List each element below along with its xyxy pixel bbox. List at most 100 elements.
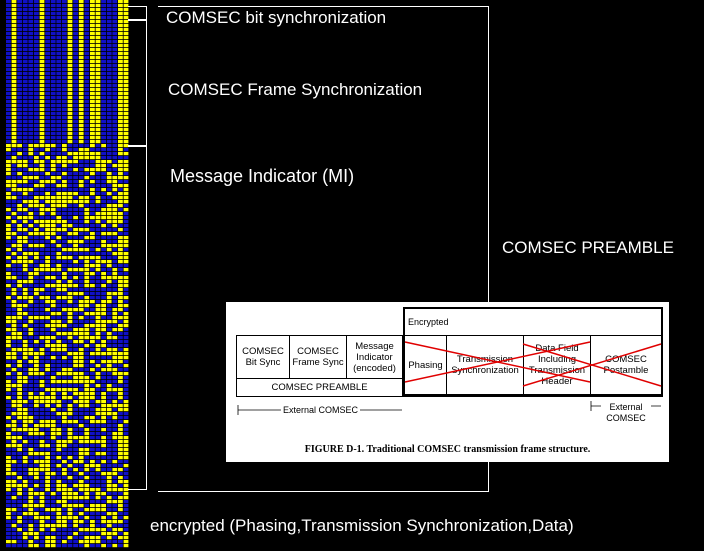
bit-cell [84, 148, 90, 152]
bit-cell [112, 252, 118, 256]
bit-cell [78, 472, 84, 476]
bit-cell [101, 228, 106, 232]
bit-cell [22, 500, 28, 504]
bit-cell [28, 252, 34, 256]
bit-cell [73, 228, 78, 232]
bit-cell [123, 212, 129, 216]
bit-cell [67, 456, 73, 460]
bit-cell [6, 220, 11, 224]
bit-cell [106, 296, 112, 300]
bit-cell [118, 420, 123, 424]
bit-cell [34, 416, 39, 420]
bit-cell [45, 168, 50, 172]
bit-cell [123, 288, 129, 292]
bit-cell [112, 488, 118, 492]
bit-cell [28, 348, 34, 352]
bit-cell [34, 180, 39, 184]
bit-cell [62, 348, 67, 352]
bit-cell [22, 180, 28, 184]
bit-cell [22, 400, 28, 404]
bit-cell [17, 428, 22, 432]
bit-cell [39, 388, 45, 392]
bit-cell [45, 424, 50, 428]
bit-cell [123, 128, 129, 132]
bit-cell [50, 16, 56, 20]
bit-cell [101, 308, 106, 312]
bit-cell [90, 68, 95, 72]
bit-cell [101, 204, 106, 208]
bit-cell [78, 112, 84, 116]
bit-cell [95, 388, 101, 392]
bit-cell [17, 144, 22, 148]
bit-cell [84, 516, 90, 520]
bit-cell [22, 472, 28, 476]
bit-cell [34, 168, 39, 172]
bit-cell [11, 284, 17, 288]
bit-cell [95, 292, 101, 296]
bit-cell [73, 32, 78, 36]
bit-cell [39, 236, 45, 240]
bit-cell [118, 408, 123, 412]
bit-cell [45, 408, 50, 412]
bit-cell [11, 92, 17, 96]
bit-cell [6, 28, 11, 32]
bit-cell [118, 304, 123, 308]
bit-cell [112, 88, 118, 92]
bit-cell [45, 484, 50, 488]
bit-cell [84, 196, 90, 200]
bit-cell [39, 400, 45, 404]
bit-cell [39, 188, 45, 192]
bit-cell [28, 76, 34, 80]
bit-cell [34, 228, 39, 232]
bit-cell [56, 260, 62, 264]
bit-cell [56, 228, 62, 232]
bit-cell [11, 460, 17, 464]
bit-cell [6, 448, 11, 452]
bit-cell [28, 244, 34, 248]
bit-cell [28, 416, 34, 420]
bit-cell [56, 404, 62, 408]
bit-cell [73, 100, 78, 104]
bit-cell [28, 396, 34, 400]
bit-cell [50, 12, 56, 16]
bit-cell [67, 212, 73, 216]
bit-cell [28, 92, 34, 96]
bit-cell [95, 96, 101, 100]
bit-cell [17, 4, 22, 8]
bit-cell [22, 532, 28, 536]
bit-cell [22, 132, 28, 136]
bit-cell [95, 404, 101, 408]
bit-cell [90, 332, 95, 336]
bit-cell [11, 436, 17, 440]
bit-cell [22, 16, 28, 20]
bit-cell [17, 260, 22, 264]
bit-cell [50, 536, 56, 540]
bit-cell [39, 208, 45, 212]
bit-cell [73, 440, 78, 444]
bit-cell [34, 172, 39, 176]
bit-cell [45, 376, 50, 380]
bit-cell [45, 248, 50, 252]
bit-cell [45, 124, 50, 128]
bit-cell [101, 388, 106, 392]
bit-cell [62, 528, 67, 532]
bit-cell [39, 124, 45, 128]
bit-cell [11, 212, 17, 216]
bit-cell [50, 320, 56, 324]
bit-cell [6, 408, 11, 412]
bit-cell [62, 360, 67, 364]
bit-cell [22, 484, 28, 488]
bit-cell [101, 480, 106, 484]
bit-cell [90, 204, 95, 208]
bit-cell [95, 444, 101, 448]
bit-cell [67, 84, 73, 88]
bit-cell [67, 60, 73, 64]
bit-cell [95, 324, 101, 328]
bit-cell [56, 8, 62, 12]
bit-cell [90, 136, 95, 140]
bit-cell [123, 412, 129, 416]
bit-cell [62, 332, 67, 336]
bit-cell [101, 272, 106, 276]
bit-cell [28, 500, 34, 504]
bit-cell [118, 88, 123, 92]
